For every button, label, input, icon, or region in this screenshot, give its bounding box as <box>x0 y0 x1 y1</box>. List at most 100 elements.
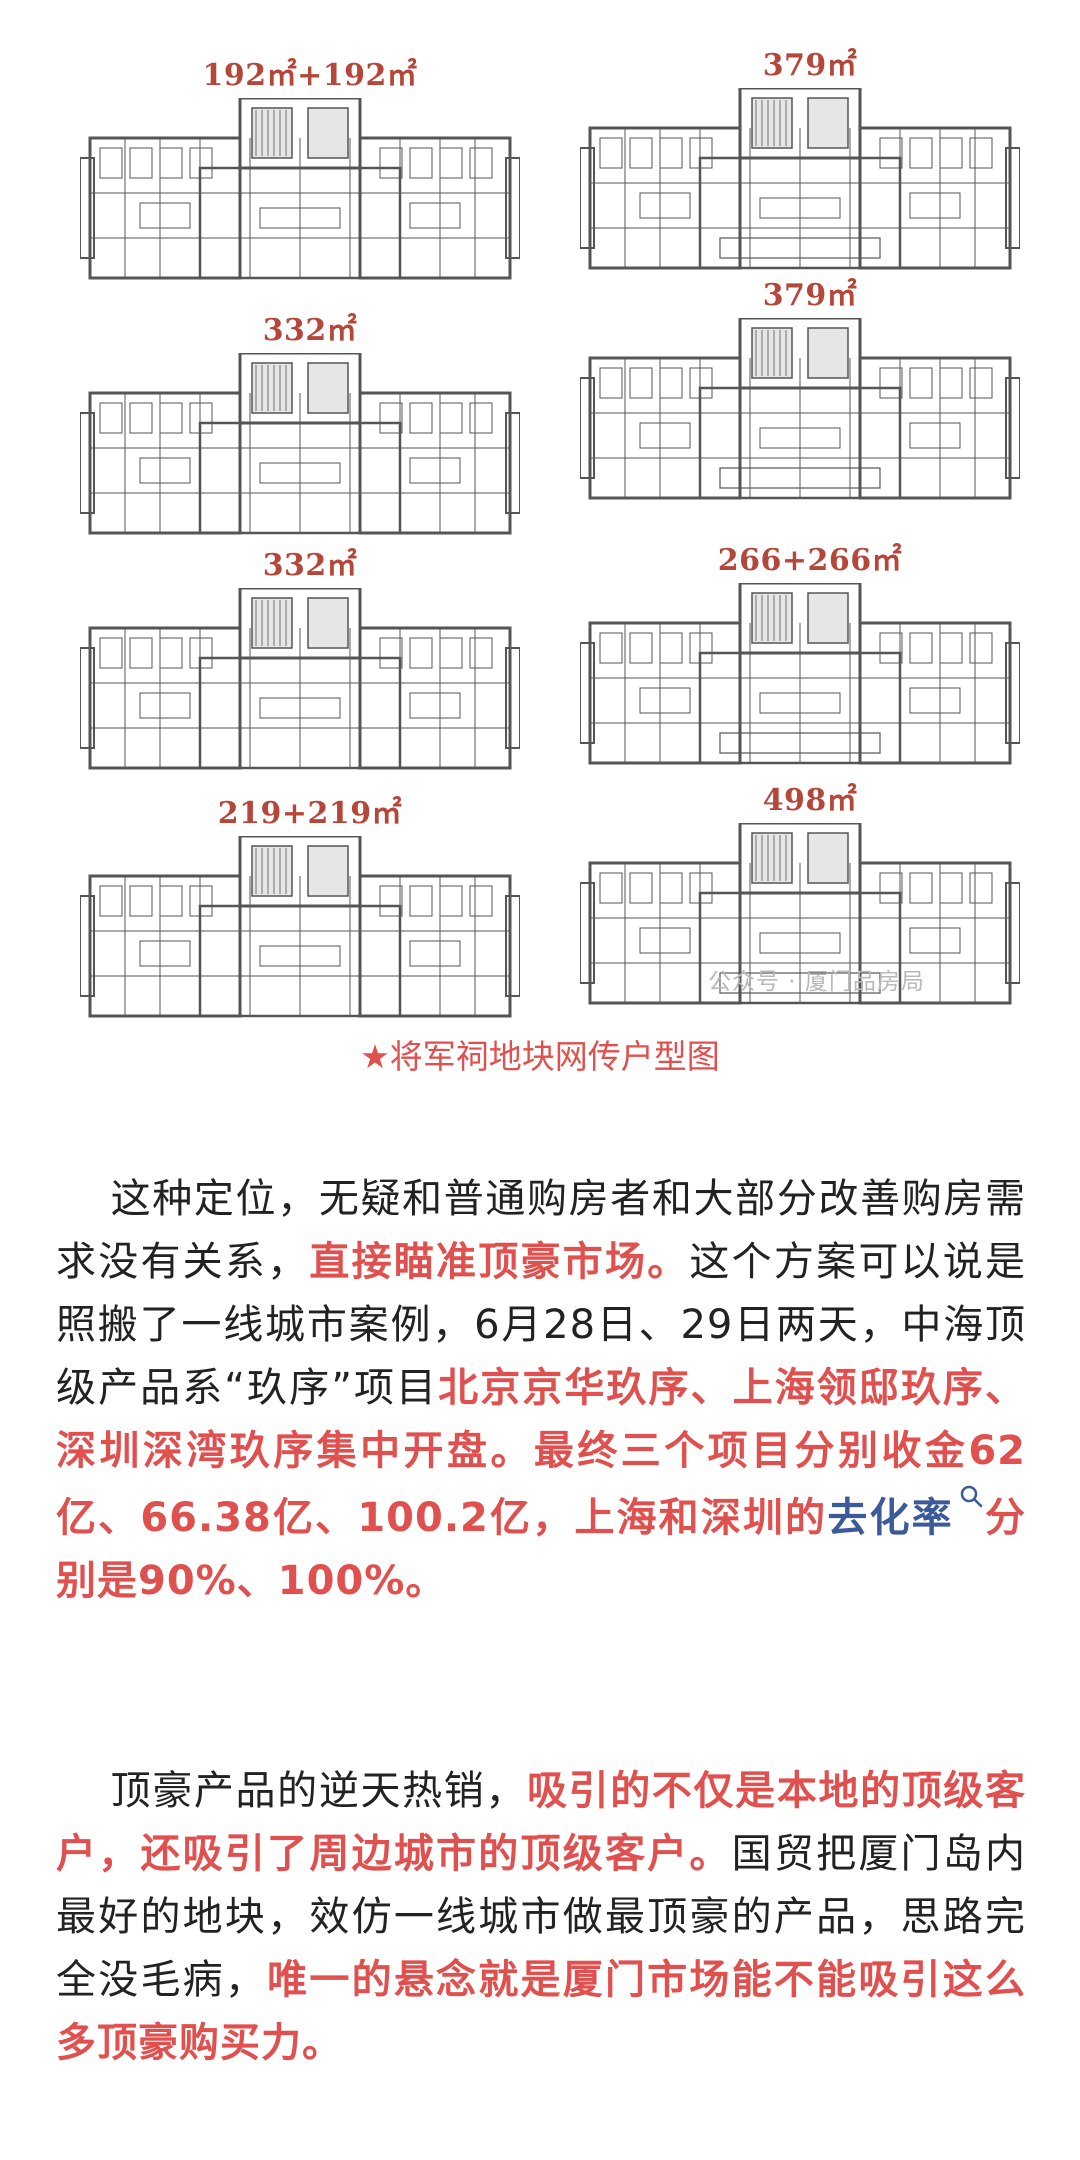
highlight-text: 分别是90%、100%。 <box>56 1495 1027 1604</box>
floor-plan-room <box>307 362 349 414</box>
floor-plan-room <box>139 202 191 229</box>
floor-plan[interactable]: 266+266㎡ <box>560 535 1060 775</box>
floor-plan[interactable]: 379㎡ <box>560 270 1060 510</box>
floor-plan-room <box>639 687 691 714</box>
floor-plan-area-label: 332㎡ <box>262 548 358 583</box>
floor-plan-room <box>307 597 349 649</box>
article-paragraph: 这种定位，无疑和普通购房者和大部分改善购房需求没有关系，直接瞄准顶豪市场。这个方… <box>56 1168 1026 1613</box>
floor-plan-room <box>879 632 903 664</box>
floor-plan-room <box>409 457 461 484</box>
floor-plan-room <box>99 885 123 917</box>
floor-plan[interactable]: 332㎡ <box>60 305 560 545</box>
floor-plan-room <box>629 367 653 399</box>
floor-plan-drawing <box>80 98 520 280</box>
floor-plan-room <box>358 136 512 280</box>
floor-plan-room <box>939 367 963 399</box>
floor-plan-room <box>80 412 95 514</box>
floor-plan-room <box>807 97 849 149</box>
floor-plan[interactable]: 498㎡ <box>560 775 1060 1015</box>
floor-plan-room <box>379 885 403 917</box>
floor-plan-room <box>807 327 849 379</box>
floor-plan-room <box>505 157 520 259</box>
floor-plan-room <box>99 147 123 179</box>
floor-plan-room <box>599 872 623 904</box>
floor-plan-room <box>505 895 520 997</box>
floor-plan-room <box>439 147 463 179</box>
floor-plan-room <box>580 642 595 744</box>
floor-plan-room <box>189 885 213 917</box>
floor-plan-drawing <box>80 353 520 535</box>
floor-plan-room <box>580 882 595 984</box>
floor-plan-room <box>969 137 993 169</box>
floor-plan-room <box>629 872 653 904</box>
floor-plan-room <box>409 402 433 434</box>
floor-plan-drawing <box>580 823 1020 1005</box>
floor-plan[interactable]: 219+219㎡ <box>60 788 560 1028</box>
floor-plan-area-label: 498㎡ <box>762 783 858 818</box>
floor-plan-room <box>659 632 683 664</box>
floor-plan-room <box>909 422 961 449</box>
highlight-text: 北京京华玖序、上海领邸玖序、深圳深湾玖序集中开盘。最终三个项目分别收金62亿、6… <box>56 1365 1026 1541</box>
floor-plan-area-label: 379㎡ <box>762 48 858 83</box>
floor-plan-room <box>909 687 961 714</box>
floor-plan-room <box>639 192 691 219</box>
highlight-text: 直接瞄准顶豪市场。 <box>309 1239 690 1285</box>
floor-plan-room <box>159 147 183 179</box>
floor-plan-room <box>379 637 403 669</box>
search-icon[interactable] <box>958 1483 984 1509</box>
floor-plan-room <box>80 895 95 997</box>
floor-plan-room <box>409 885 433 917</box>
paragraph-text: 这种定位，无疑和普通购房者和大部分改善购房需求没有关系， <box>56 1176 1026 1285</box>
floor-plan-room <box>1005 882 1020 984</box>
floor-plan-room <box>969 872 993 904</box>
floor-plan-room <box>1005 377 1020 479</box>
floor-plan-room <box>259 207 341 229</box>
floor-plan-room <box>909 137 933 169</box>
floor-plan-room <box>379 147 403 179</box>
floor-plan-room <box>659 137 683 169</box>
floor-plan-room <box>88 626 242 770</box>
floor-plan-room <box>759 197 841 219</box>
floor-plan-room <box>580 147 595 249</box>
floor-plan-room <box>129 885 153 917</box>
floor-plan-room <box>858 621 1012 765</box>
keyword-link[interactable]: 去化率 <box>827 1495 954 1541</box>
floor-plan-room <box>639 927 691 954</box>
floor-plan-room <box>759 427 841 449</box>
floor-plan-room <box>259 462 341 484</box>
floor-plan-room <box>251 597 293 649</box>
floor-plan-area-label: 266+266㎡ <box>717 543 903 578</box>
image-caption: ★将军祠地块网传户型图 <box>360 1037 720 1076</box>
floor-plan-room <box>505 412 520 514</box>
floor-plan-room <box>1005 147 1020 249</box>
floor-plan-area-label: 379㎡ <box>762 278 858 313</box>
paragraph-text: 国贸把厦门岛内最好的地块，效仿一线城市做最顶豪的产品，思路完全没毛病， <box>56 1831 1027 2003</box>
floor-plan-room <box>858 356 1012 500</box>
floor-plan-room <box>469 885 493 917</box>
floor-plan-room <box>99 402 123 434</box>
floor-plan-room <box>969 632 993 664</box>
floor-plan-room <box>939 872 963 904</box>
floor-plan-room <box>629 137 653 169</box>
floor-plan[interactable]: 332㎡ <box>60 540 560 780</box>
floor-plan-room <box>939 632 963 664</box>
floor-plan-room <box>751 97 793 149</box>
floor-plan[interactable]: 379㎡ <box>560 40 1060 280</box>
floor-plan-room <box>751 592 793 644</box>
floor-plan-room <box>879 872 903 904</box>
floor-plan-drawing <box>580 583 1020 765</box>
floor-plan[interactable]: 192㎡+192㎡ <box>60 50 560 290</box>
floor-plan-room <box>409 940 461 967</box>
floor-plan-drawing <box>80 836 520 1018</box>
floor-plan-room <box>469 637 493 669</box>
floor-plan-room <box>439 402 463 434</box>
floor-plan-room <box>139 457 191 484</box>
floor-plan-room <box>189 402 213 434</box>
paragraph-text: 这个方案可以说是照搬了一线城市案例，6月28日、29日两天，中海顶级产品系“玖序… <box>56 1239 1027 1411</box>
floor-plan-room <box>719 732 881 754</box>
floor-plan-room <box>259 697 341 719</box>
floor-plan-room <box>439 885 463 917</box>
floor-plan-room <box>99 637 123 669</box>
floor-plan-room <box>588 356 742 500</box>
